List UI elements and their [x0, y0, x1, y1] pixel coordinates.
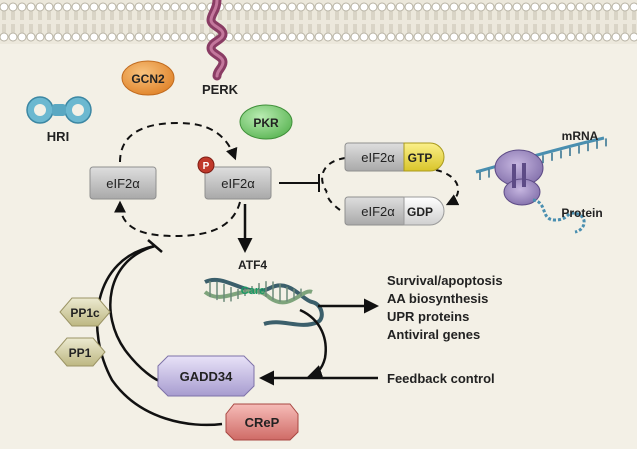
phospho-marker: P [203, 161, 210, 172]
care-label: Care [241, 285, 265, 297]
pp1-hexagon: PP1 [54, 337, 106, 367]
outcome-survival: Survival/apoptosis [387, 273, 503, 288]
pp1c-label: PP1c [70, 306, 100, 320]
ribosome-icon [475, 136, 607, 234]
eif2a-p-label: eIF2α [221, 176, 255, 191]
cell-membrane [0, 0, 637, 44]
dephosphorylation-inhibition [95, 239, 223, 427]
perk-receptor-icon [206, 0, 228, 81]
outcome-aa: AA biosynthesis [387, 291, 488, 306]
atf4-to-gadd34-arrow [299, 308, 327, 380]
pp1-label: PP1 [69, 346, 92, 360]
gcn2-kinase: GCN2 [121, 60, 175, 96]
eif2a-unphosphorylated: eIF2α [89, 166, 157, 200]
hri-kinase-icon [26, 96, 92, 124]
eif2a-gdp-complex: eIF2α GDP [344, 196, 445, 226]
pkr-label: PKR [253, 116, 279, 130]
eif2a-phosphorylated: eIF2α P [197, 156, 272, 200]
pp1c-hexagon: PP1c [59, 297, 111, 327]
dna-helix-icon [203, 277, 324, 327]
eif2a-gdp-label: eIF2α [361, 204, 395, 219]
crep-box: CReP [225, 403, 299, 441]
outcomes-list: Survival/apoptosis AA biosynthesis UPR p… [387, 273, 503, 342]
perk-label: PERK [202, 82, 239, 97]
phosphorylation-cycle [114, 121, 241, 238]
eif2a-label: eIF2α [106, 176, 140, 191]
feedback-label: Feedback control [387, 371, 495, 386]
gtp-label: GTP [408, 151, 433, 165]
gadd34-label: GADD34 [180, 369, 234, 384]
outcome-upr: UPR proteins [387, 309, 469, 324]
outcome-antiviral: Antiviral genes [387, 327, 480, 342]
gdp-label: GDP [407, 205, 433, 219]
protein-label: Protein [561, 206, 602, 220]
eif2a-gtp-complex: eIF2α GTP [344, 142, 445, 172]
gadd34-box: GADD34 [157, 355, 255, 397]
eif2a-gtp-label: eIF2α [361, 150, 395, 165]
crep-label: CReP [245, 415, 280, 430]
gcn2-label: GCN2 [131, 72, 165, 86]
mrna-label: mRNA [562, 129, 599, 143]
atf4-label: ATF4 [238, 258, 267, 272]
gtp-gdp-cycle [321, 157, 460, 211]
pkr-kinase: PKR [239, 104, 293, 140]
hri-label: HRI [47, 129, 69, 144]
inhibition-arrow [279, 174, 320, 192]
